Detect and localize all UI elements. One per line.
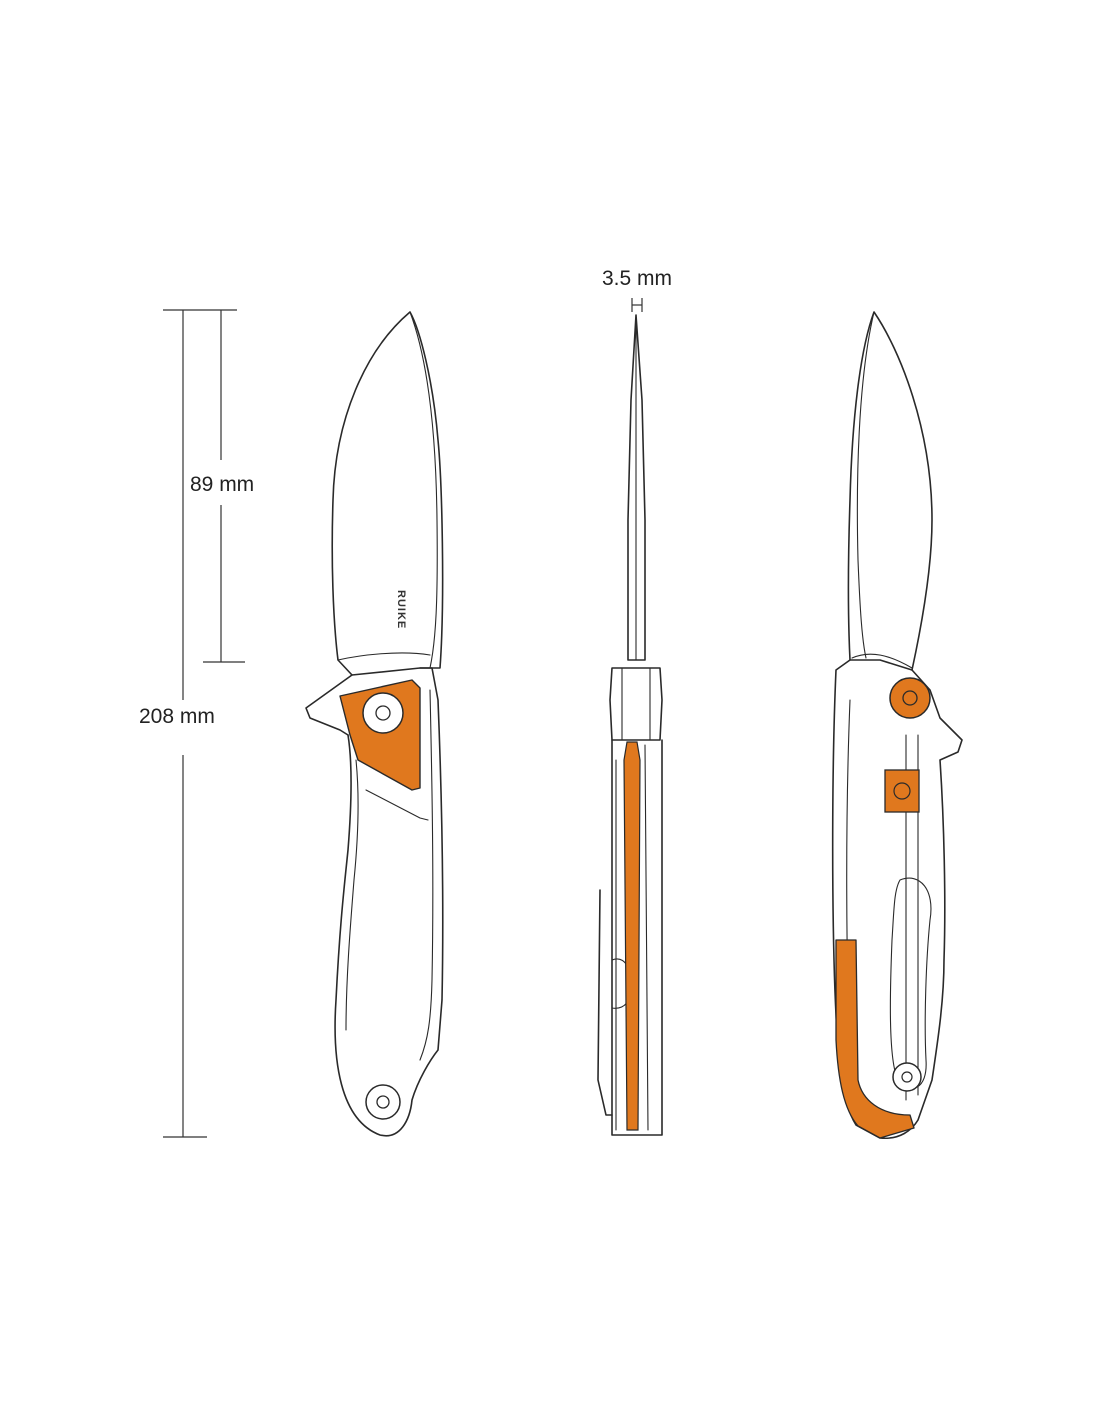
front-blade-edge-bevel: [409, 311, 438, 669]
back-blade-edge-bevel: [856, 311, 875, 659]
back-orange-backspacer: [835, 939, 915, 1139]
front-rear-screw-center: [376, 1095, 390, 1109]
front-handle-outline: [334, 667, 444, 1137]
front-handle-inner-line: [345, 759, 359, 1031]
spine-view: [597, 314, 663, 1136]
spine-handle-top-detail: [621, 667, 651, 741]
front-blade-outline: [331, 311, 444, 676]
blade-thickness-label: 3.5 mm: [602, 267, 672, 290]
back-blade-outline: [847, 311, 933, 671]
spine-pocket-clip: [597, 889, 613, 1116]
back-rear-screw-center: [901, 1071, 913, 1083]
back-handle-outline: [831, 659, 963, 1140]
brand-logo-text: RUIKE: [395, 590, 407, 629]
overall-length-label: 208 mm: [139, 705, 215, 728]
back-pivot-screw-center: [902, 690, 918, 706]
front-handle-groove: [365, 789, 429, 821]
front-pivot-screw-center: [375, 705, 391, 721]
spine-orange-liner: [623, 741, 641, 1131]
back-clip-screw: [893, 782, 911, 800]
front-flipper-tab: [305, 674, 353, 736]
front-handle-inner-line-2: [419, 689, 434, 1061]
back-blade-grind-line: [851, 653, 913, 669]
front-view: RUIKE: [305, 311, 444, 1137]
back-view: [831, 311, 963, 1140]
spine-handle-top: [609, 667, 663, 741]
back-lock-bar: [889, 877, 932, 1089]
blade-length-label: 89 mm: [190, 473, 254, 496]
spine-liner-line: [644, 744, 649, 1131]
front-blade-grind-line: [337, 652, 431, 661]
dimension-guides: [163, 298, 643, 1138]
